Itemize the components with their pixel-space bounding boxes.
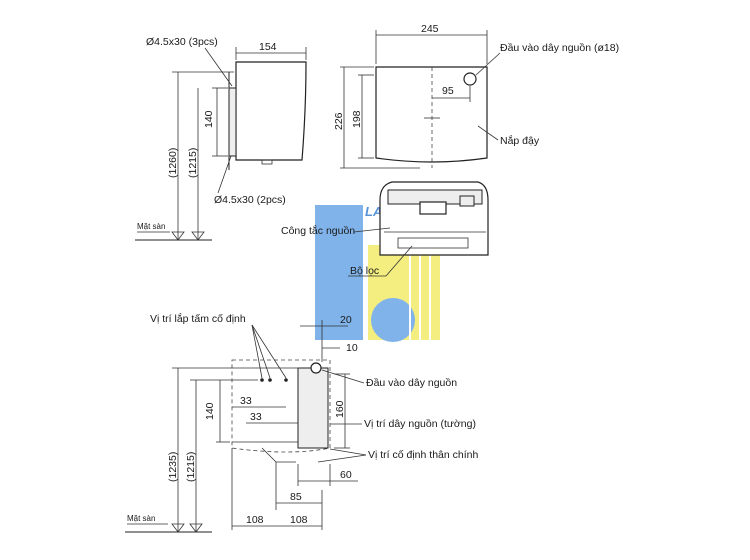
mount-body-fix-label: Vị trí cố định thân chính <box>368 449 478 461</box>
dryer-front-body <box>375 66 488 163</box>
front-dim-198: 198 <box>351 110 363 128</box>
mount-dim-160: 160 <box>334 400 346 418</box>
front-view: 245 226 198 95 Đầu vào dây nguồn (ø18) N… <box>333 23 619 169</box>
bottom-filter-label: Bộ lọc <box>350 265 379 277</box>
front-dim-245: 245 <box>421 23 439 35</box>
mount-dim-140: 140 <box>204 402 216 420</box>
watermark-blue-circle <box>371 298 415 342</box>
front-dim-95: 95 <box>442 85 454 97</box>
front-power-inlet-label: Đầu vào dây nguồn (ø18) <box>500 42 619 54</box>
mount-dim-10: 10 <box>346 342 358 354</box>
side-dim-154: 154 <box>259 41 277 53</box>
mount-dim-108-b: 108 <box>290 514 308 526</box>
dryer-side-body <box>235 61 307 161</box>
mount-power-inlet-label: Đầu vào dây nguồn <box>366 377 457 389</box>
bottom-view: Công tắc nguồn Bộ lọc <box>281 181 489 277</box>
mount-dim-33-a: 33 <box>240 395 252 407</box>
mount-dim-108-a: 108 <box>246 514 264 526</box>
side-dim-1260: (1260) <box>167 148 179 178</box>
mount-plate-position-label: Vị trí lắp tấm cố định <box>150 312 246 325</box>
watermark-blue-bar <box>315 205 363 340</box>
mount-dim-33-b: 33 <box>250 411 262 423</box>
power-inlet-circle <box>463 72 477 86</box>
bottom-switch-label: Công tắc nguồn <box>281 224 355 237</box>
mount-dim-20: 20 <box>340 314 352 326</box>
mount-wall-cable-label: Vị trí dây nguồn (tường) <box>364 418 476 430</box>
mount-dim-60: 60 <box>340 469 352 481</box>
front-cover-label: Nắp đậy <box>500 134 540 147</box>
mount-dim-1235: (1235) <box>167 452 179 482</box>
mount-dim-85: 85 <box>290 491 302 503</box>
mount-floor-label: Mặt sàn <box>127 514 155 523</box>
front-dim-226: 226 <box>333 112 345 130</box>
wall-plate-side <box>228 87 237 157</box>
side-dim-1215: (1215) <box>187 148 199 178</box>
mount-dim-1215: (1215) <box>185 452 197 482</box>
side-screw-bottom-label: Ø4.5x30 (2pcs) <box>214 194 286 206</box>
mount-plate <box>297 367 329 449</box>
watermark-logo: LAVAN <box>315 204 440 342</box>
mount-view: Vị trí lắp tấm cố định 20 10 Đầu vào dây… <box>125 312 478 533</box>
side-screw-top-label: Ø4.5x30 (3pcs) <box>146 36 218 48</box>
side-dim-140: 140 <box>203 110 215 128</box>
side-floor-label: Mặt sàn <box>137 222 165 231</box>
side-view: 154 Ø4.5x30 (3pcs) 140 (1260) (1215) Ø4.… <box>135 36 307 241</box>
